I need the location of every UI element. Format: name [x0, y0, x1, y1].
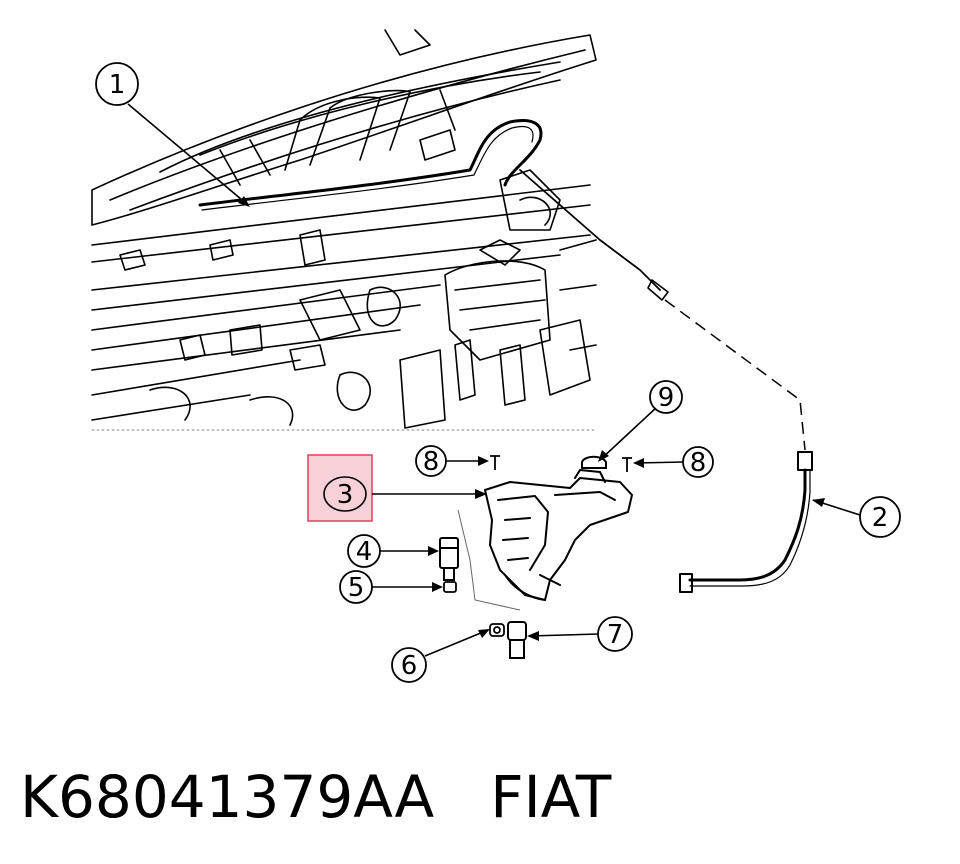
callout-3-label: 3 — [337, 480, 354, 510]
callout-7-label: 7 — [607, 620, 624, 650]
callout-1-label: 1 — [109, 70, 126, 100]
callout-6: 6 — [391, 647, 427, 683]
callout-4: 4 — [347, 534, 381, 568]
callout-7: 7 — [597, 616, 633, 652]
callout-5: 5 — [339, 570, 373, 604]
callout-5-label: 5 — [348, 573, 365, 603]
callout-9-label: 9 — [658, 383, 675, 413]
part-number: K68041379AA — [20, 763, 435, 831]
hose-routing-dashed-line — [664, 299, 806, 451]
retaining-nut — [489, 623, 505, 637]
pump-grommet — [443, 581, 457, 593]
callout-8a: 8 — [415, 445, 447, 477]
leader-arrowheads — [238, 196, 825, 641]
callout-3: 3 — [323, 476, 367, 512]
fluid-level-sensor — [507, 621, 527, 659]
callout-2-label: 2 — [872, 503, 889, 533]
filler-cap — [581, 455, 607, 469]
brand-name: FIAT — [490, 763, 612, 831]
callout-9: 9 — [649, 380, 683, 414]
callout-8b-label: 8 — [690, 448, 707, 478]
callout-6-label: 6 — [401, 651, 418, 681]
engine-bay-illustration — [91, 29, 669, 431]
callout-8a-label: 8 — [423, 447, 440, 477]
washer-hose-assembly — [679, 451, 813, 593]
exploded-parts-diagram: 1 2 3 4 5 6 7 8 8 9 — [91, 29, 901, 683]
callout-2: 2 — [859, 496, 901, 538]
mounting-screws — [490, 455, 632, 472]
reservoir-mount-outline — [457, 509, 521, 611]
callout-4-label: 4 — [356, 537, 373, 567]
washer-pump-motor — [439, 537, 459, 581]
washer-reservoir-bottle — [484, 469, 633, 601]
callout-1: 1 — [95, 62, 139, 106]
part-caption: K68041379AA FIAT — [20, 752, 611, 842]
callout-8b: 8 — [682, 446, 714, 478]
leader-lines — [127, 103, 861, 657]
